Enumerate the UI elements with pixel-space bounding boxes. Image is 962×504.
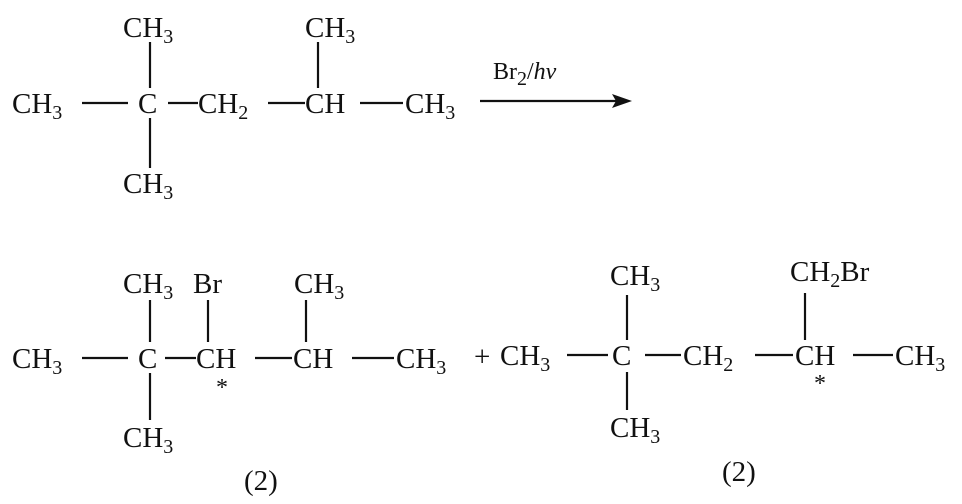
- formula-text: CH3: [123, 268, 174, 304]
- p1-ch3-branch: CH3: [294, 268, 345, 304]
- formula-text: CH3: [12, 88, 63, 124]
- reactant-c-center: C: [138, 90, 157, 119]
- reactant-ch3-top: CH3: [123, 12, 174, 48]
- formula-text: CH3: [895, 340, 946, 376]
- formula-text: CH3: [123, 422, 174, 458]
- chiral-marker: *: [814, 371, 826, 397]
- p1-ch: CH: [293, 345, 333, 374]
- p1-ch3-bottom: CH3: [123, 422, 174, 458]
- reactant-ch3-bottom: CH3: [123, 168, 174, 204]
- p2-chiral-star: *: [814, 372, 826, 396]
- formula-text: CH3: [610, 412, 661, 448]
- reaction-arrow-head: [612, 94, 632, 108]
- operator-text: +: [474, 341, 491, 373]
- p1-chiral-star: *: [216, 376, 228, 400]
- formula-text: CH: [305, 88, 346, 120]
- p1-ch-br: CH: [196, 345, 236, 374]
- p2-count-label: (2): [722, 458, 756, 487]
- p2-ch3-bottom: CH3: [610, 412, 661, 448]
- p2-ch3-top: CH3: [610, 260, 661, 296]
- p1-c-center: C: [138, 345, 157, 374]
- p2-ch3-left: CH3: [500, 340, 551, 376]
- p1-ch3-left: CH3: [12, 343, 63, 379]
- reactant-ch3-right: CH3: [405, 88, 456, 124]
- p1-ch3-right: CH3: [396, 343, 447, 379]
- formula-text: CH2: [198, 88, 249, 124]
- p2-c-center: C: [612, 342, 631, 371]
- formula-text: CH3: [12, 343, 63, 379]
- formula-text: CH: [196, 343, 237, 375]
- label-text: (2): [722, 456, 756, 488]
- formula-text: C: [612, 340, 632, 372]
- p2-ch: CH: [795, 342, 835, 371]
- chiral-marker: *: [216, 375, 228, 401]
- formula-text: CH3: [123, 12, 174, 48]
- p1-br: Br: [193, 270, 222, 299]
- label-text: (2): [244, 465, 278, 497]
- formula-text: CH3: [396, 343, 447, 379]
- formula-text: CH3: [405, 88, 456, 124]
- p2-ch3-right: CH3: [895, 340, 946, 376]
- formula-text: C: [138, 343, 158, 375]
- formula-text: C: [138, 88, 158, 120]
- p1-ch3-top: CH3: [123, 268, 174, 304]
- reactant-ch2: CH2: [198, 88, 249, 124]
- formula-text: CH3: [610, 260, 661, 296]
- reagent-label: Br2/hv: [493, 59, 557, 90]
- p2-ch2br: CH2Br: [790, 256, 870, 292]
- reactant-ch3-left: CH3: [12, 88, 63, 124]
- formula-text: CH3: [294, 268, 345, 304]
- formula-text: CH3: [123, 168, 174, 204]
- light-symbol: hv: [533, 59, 557, 85]
- formula-text: CH: [293, 343, 334, 375]
- formula-text: Br: [193, 268, 222, 300]
- reactant-ch: CH: [305, 90, 345, 119]
- p2-ch2: CH2: [683, 340, 734, 376]
- formula-text: CH3: [305, 12, 356, 48]
- formula-text: CH3: [500, 340, 551, 376]
- formula-text: Br2: [493, 59, 527, 90]
- formula-text: CH2Br: [790, 256, 870, 292]
- formula-text: CH2: [683, 340, 734, 376]
- p1-count-label: (2): [244, 467, 278, 496]
- plus-sign: +: [474, 343, 490, 372]
- formula-text: CH: [795, 340, 836, 372]
- reactant-ch3-branch: CH3: [305, 12, 356, 48]
